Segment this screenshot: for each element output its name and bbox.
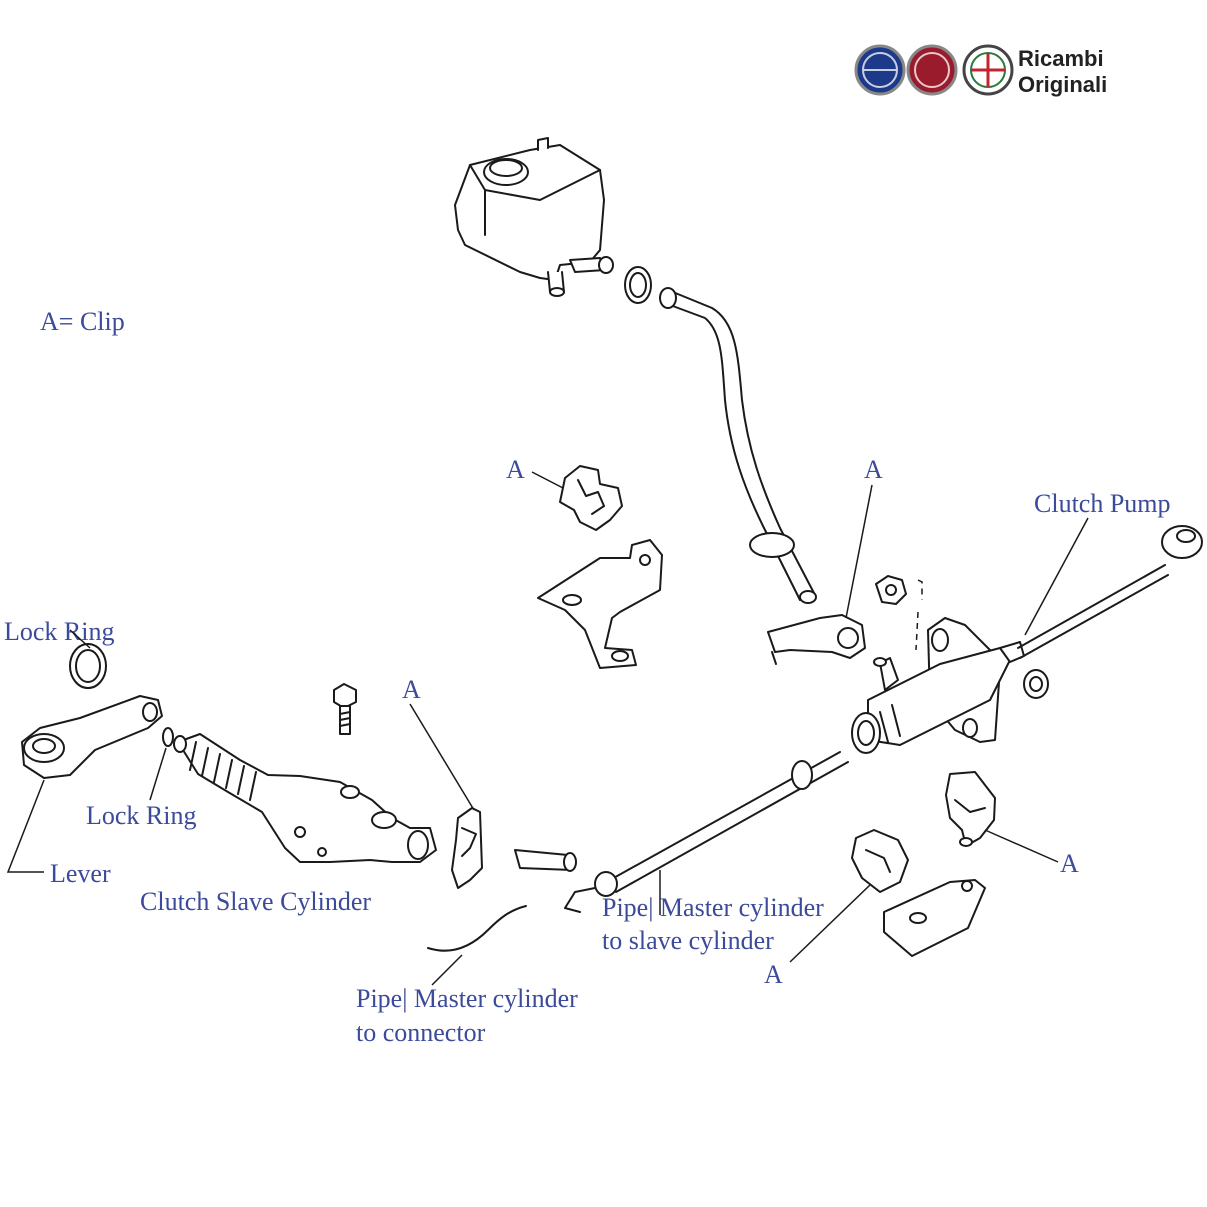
hex-nut <box>875 575 907 605</box>
clip-lower-right-upper <box>945 771 996 847</box>
pipe-connector <box>514 849 577 872</box>
label-pipe-master-slave-line-2: to slave cylinder <box>602 926 774 955</box>
feed-hose <box>659 287 817 604</box>
label-clip-a-4: A <box>764 960 783 989</box>
label-pipe-master-slave-line-1: Pipe| Master cylinder <box>602 893 824 922</box>
fluid-reservoir <box>454 137 614 297</box>
alfa-romeo-badge-icon <box>962 44 1014 96</box>
label-clip-a-5: A <box>402 675 421 704</box>
clip-upper-left <box>559 465 623 531</box>
lancia-badge-icon <box>854 44 906 96</box>
label-lock-ring-2: Lock Ring <box>86 801 197 830</box>
clip-lower-right-lower <box>851 829 909 893</box>
hose-clamp <box>624 266 652 304</box>
lock-ring-lower <box>162 727 174 747</box>
fiat-badge-icon <box>906 44 958 96</box>
label-lock-ring-1: Lock Ring <box>4 617 115 646</box>
clutch-master-cylinder <box>851 525 1203 754</box>
brand-line-2: Originali <box>1018 72 1107 97</box>
mounting-bracket-upper <box>537 539 663 669</box>
pump-washer <box>1023 669 1049 699</box>
mounting-bolt <box>333 683 357 735</box>
label-clip-a-2: A <box>864 455 883 484</box>
brand-logo-group: Ricambi Originali <box>854 44 1107 97</box>
pipe-master-to-connector <box>427 905 527 952</box>
label-pipe-master-connector-line-2: to connector <box>356 1018 486 1047</box>
label-clutch-pump: Clutch Pump <box>1034 489 1171 518</box>
clutch-slave-cylinder <box>173 733 437 863</box>
legend-text: A= Clip <box>40 307 125 336</box>
label-clip-a-1: A <box>506 455 525 484</box>
label-clutch-slave-cylinder: Clutch Slave Cylinder <box>140 887 371 916</box>
mounting-bracket-lower <box>883 879 986 957</box>
pipe-master-to-slave <box>564 751 849 913</box>
label-pipe-master-connector-line-1: Pipe| Master cylinder <box>356 984 578 1013</box>
clip-pump-feed <box>767 614 866 665</box>
label-clip-a-3: A <box>1060 849 1079 878</box>
label-lever: Lever <box>50 859 111 888</box>
brand-line-1: Ricambi <box>1018 46 1104 71</box>
lock-ring-upper <box>69 643 107 689</box>
release-lever <box>21 695 163 779</box>
clip-slave <box>451 807 483 889</box>
